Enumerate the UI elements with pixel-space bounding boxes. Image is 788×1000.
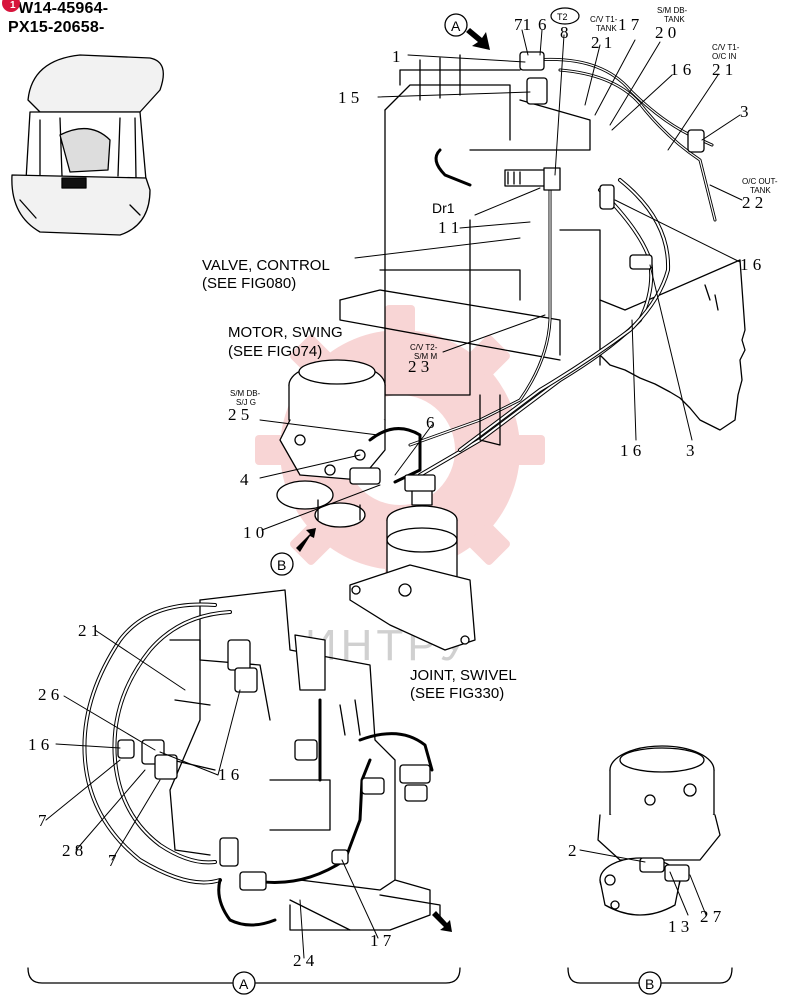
callout-3-bot: 3	[686, 441, 695, 460]
callout-4: 4	[240, 470, 249, 489]
t2-tag-label: T2	[557, 12, 568, 22]
callout-a-7-mid: 7	[108, 851, 117, 870]
view-b-marker-mid	[270, 552, 294, 576]
callout-71: 71	[514, 15, 531, 34]
label-sm-db-tank-2: TANK	[664, 15, 685, 24]
view-a-marker-top-label: A	[451, 18, 461, 34]
callout-11: 1 1	[438, 218, 459, 237]
callout-20: 2 0	[655, 23, 676, 42]
ref-joint-swivel-name: JOINT, SWIVEL	[410, 667, 517, 684]
view-b-marker-mid-label: B	[277, 557, 286, 573]
callout-a-17: 1 7	[370, 931, 392, 950]
callout-6-mid: 6	[426, 413, 435, 432]
callout-21-top: 2 1	[591, 33, 612, 52]
callout-16-bot: 1 6	[620, 441, 641, 460]
callout-16-mid: 1 6	[740, 255, 761, 274]
version-badge	[2, 0, 20, 12]
callout-a-16-mid: 1 6	[218, 765, 239, 784]
reference-labels: VALVE, CONTROL (SEE FIG080) MOTOR, SWING…	[202, 257, 517, 702]
view-brackets	[27, 967, 733, 984]
callouts-top: 1 1 5 71 6 8 1 7 2 0 2 1 1 6 2 1 3 2 2 1…	[228, 15, 763, 542]
callout-25: 2 5	[228, 405, 249, 424]
callout-17: 1 7	[618, 15, 640, 34]
label-oc-out-tank-1: O/C OUT-	[742, 177, 778, 186]
callout-a-21: 2 1	[78, 621, 99, 640]
callout-22: 2 2	[742, 193, 763, 212]
view-b-marker-bottom-label: B	[645, 976, 654, 992]
view-b-marker-bottom	[638, 971, 662, 995]
serial-range-line-1: 1 - W14-45964-	[2, 0, 109, 18]
callout-a-28: 2 8	[62, 841, 83, 860]
label-cv-t1-oc-in-1: C/V T1-	[712, 43, 740, 52]
view-arrows	[296, 28, 490, 932]
callout-a-26: 2 6	[38, 685, 59, 704]
callout-a-16-left: 1 6	[28, 735, 49, 754]
view-markers: A B A B	[232, 13, 662, 995]
label-dr1: Dr1	[432, 200, 455, 216]
serial-range-line-2: PX15-20658-	[8, 19, 105, 36]
callout-a-7-left: 7	[38, 811, 47, 830]
label-cv-t1-oc-in-2: O/C IN	[712, 52, 737, 61]
callout-6-top: 6	[538, 15, 547, 34]
control-valve-assembly	[339, 51, 746, 477]
ref-motor-swing-name: MOTOR, SWING	[228, 324, 343, 341]
callout-b-27: 2 7	[700, 907, 722, 926]
label-cv-t2-sm-m-1: C/V T2-	[410, 343, 438, 352]
label-oc-out-tank-2: TANK	[750, 186, 771, 195]
callout-15: 1 5	[338, 88, 359, 107]
excavator-thumbnail	[11, 54, 164, 236]
callout-10: 1 0	[243, 523, 264, 542]
callout-21-right: 2 1	[712, 60, 733, 79]
label-sm-db-sjg-2: S/J G	[236, 398, 256, 407]
leader-lines	[45, 29, 743, 959]
label-sm-db-tank-1: S/M DB-	[657, 6, 688, 15]
view-b-assembly	[597, 745, 721, 916]
serial-range-text-1: - W14-45964-	[8, 0, 109, 17]
label-sm-db-sjg-1: S/M DB-	[230, 389, 261, 398]
callout-16-top: 1 6	[670, 60, 691, 79]
view-a-marker-top	[444, 13, 468, 37]
callouts-bottom: 2 1 2 6 1 6 1 6 7 2 8 7 1 7 2 4 2 1 3 2 …	[28, 621, 722, 970]
callout-b-2: 2	[568, 841, 577, 860]
t2-tag: T2	[550, 7, 580, 25]
callout-a-24: 2 4	[293, 951, 315, 970]
callout-23: 2 3	[408, 357, 429, 376]
label-cv-t1-tank-1: C/V T1-	[590, 15, 618, 24]
port-labels: C/V T1- TANK S/M DB- TANK C/V T1- O/C IN…	[230, 6, 778, 407]
callout-8: 8	[560, 23, 569, 42]
ref-valve-control-name: VALVE, CONTROL	[202, 257, 330, 274]
label-cv-t2-sm-m-2: S/M M	[414, 352, 437, 361]
callout-1: 1	[392, 47, 401, 66]
view-a-marker-bottom-label: A	[239, 976, 249, 992]
swivel-joint	[349, 474, 476, 651]
version-badge-number: 1	[10, 0, 16, 11]
view-a-marker-bottom	[232, 971, 256, 995]
ref-motor-swing-fig: (SEE FIG074)	[228, 343, 322, 360]
callout-b-13: 1 3	[668, 917, 689, 936]
ref-joint-swivel-fig: (SEE FIG330)	[410, 685, 504, 702]
view-a-assembly	[82, 589, 441, 931]
label-cv-t1-tank-2: TANK	[596, 24, 617, 33]
ref-valve-control-fig: (SEE FIG080)	[202, 275, 296, 292]
callout-3-top: 3	[740, 102, 749, 121]
swing-motor	[276, 359, 422, 528]
